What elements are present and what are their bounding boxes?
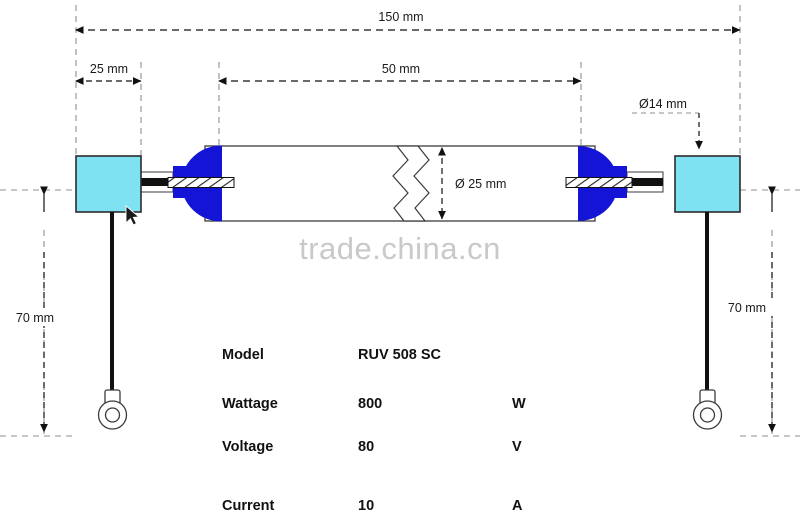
dimension-arc-length: 50 mm (218, 60, 582, 85)
label-backdrop (718, 298, 776, 316)
ceramic-base-right-assembly (565, 155, 741, 430)
lug-ring-inner-right (699, 407, 716, 423)
dimension-label-lead-left: 70 mm (16, 311, 54, 325)
dimension-lead-length-right: 70 mm (718, 186, 776, 433)
table-row: Model RUV 508 SC (222, 347, 442, 363)
table-row: Current 10 A (222, 498, 523, 514)
dimension-label-arc-length: 50 mm (382, 62, 420, 76)
spec-unit-voltage: V (512, 439, 522, 455)
lead-stub-right (630, 178, 663, 186)
spec-value-voltage: 80 (358, 439, 374, 455)
spec-value-wattage: 800 (358, 396, 382, 412)
table-row: Wattage 800 W (222, 396, 526, 412)
dimension-tube-diameter: Ø 25 mm (438, 147, 506, 220)
dimension-label-base-length: 25 mm (90, 62, 128, 76)
ring-terminal-right (692, 389, 723, 430)
ceramic-base-right (674, 155, 741, 213)
label-backdrop (80, 60, 138, 77)
break-line-symbol (392, 145, 430, 222)
dimension-overall-length: 150 mm (75, 8, 741, 34)
spec-unit-wattage: W (512, 396, 526, 412)
label-backdrop (365, 8, 437, 25)
spec-value-current: 10 (358, 498, 374, 514)
ceramic-base-left-assembly (75, 155, 235, 430)
spec-label-wattage: Wattage (222, 396, 278, 412)
ring-terminal-left (97, 389, 128, 430)
spec-value-model: RUV 508 SC (358, 347, 442, 363)
label-backdrop (370, 60, 432, 77)
spec-label-current: Current (222, 498, 275, 514)
dimension-label-overall: 150 mm (378, 10, 423, 24)
label-backdrop (6, 308, 64, 326)
cursor-arrow-icon (125, 205, 141, 226)
dimension-base-diameter: Ø14 mm (632, 97, 703, 150)
electrode-rod-left-overlay (167, 177, 235, 188)
dimension-label-lead-right: 70 mm (728, 301, 766, 315)
dimension-label-base-diameter: Ø14 mm (639, 97, 687, 111)
dimension-label-tube-diameter: Ø 25 mm (455, 177, 506, 191)
dimension-base-length: 25 mm (75, 60, 142, 85)
dimension-lead-length-left: 70 mm (6, 186, 64, 433)
lug-ring-inner-left (104, 407, 121, 423)
electrode-rod-right (565, 177, 633, 188)
quartz-tube-body (181, 145, 618, 222)
specification-table: Model RUV 508 SC Wattage 800 W Voltage 8… (222, 347, 526, 514)
mouse-cursor (125, 205, 141, 226)
spec-label-voltage: Voltage (222, 439, 273, 455)
spec-label-model: Model (222, 347, 264, 363)
table-row: Voltage 80 V (222, 439, 522, 455)
watermark-text: trade.china.cn (299, 231, 501, 266)
spec-unit-current: A (512, 498, 523, 514)
lead-stub-left (137, 178, 170, 186)
ceramic-base-left (75, 155, 142, 213)
